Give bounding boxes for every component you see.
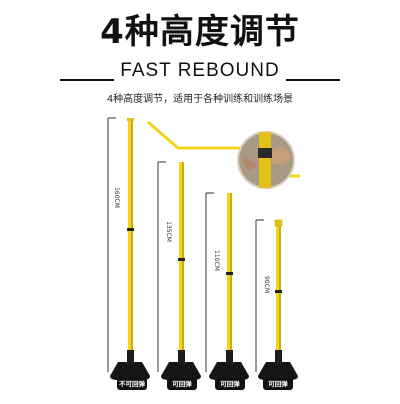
measure-bracket-135: [157, 161, 166, 372]
page-title: 4种高度调节: [100, 12, 300, 52]
measure-bracket-110: [205, 192, 214, 372]
pole-135: [161, 162, 201, 380]
height-label-90: 90CM: [263, 275, 271, 294]
height-label-160: 160CM: [112, 187, 120, 208]
badge-135: 可回弹: [167, 378, 197, 390]
measure-bracket-160: [107, 117, 116, 372]
pole-110: [209, 193, 249, 380]
badge-110: 可回弹: [215, 378, 245, 390]
subtitle-text: FAST REBOUND: [114, 60, 286, 81]
detail-inset: [237, 131, 295, 189]
badge-160: 不可回弹: [117, 378, 147, 390]
subtitle: FAST REBOUND: [60, 60, 340, 82]
subtitle-row: FAST REBOUND: [60, 60, 340, 86]
badge-90: 可回弹: [263, 378, 293, 390]
pole-90: [258, 219, 298, 380]
measure-bracket-90: [255, 219, 264, 372]
description: 4种高度调节，适用于各种训练和训练场景: [106, 94, 294, 105]
pole-160: [110, 118, 150, 380]
height-label-110: 110CM: [212, 250, 220, 271]
height-label-135: 135CM: [164, 221, 172, 242]
